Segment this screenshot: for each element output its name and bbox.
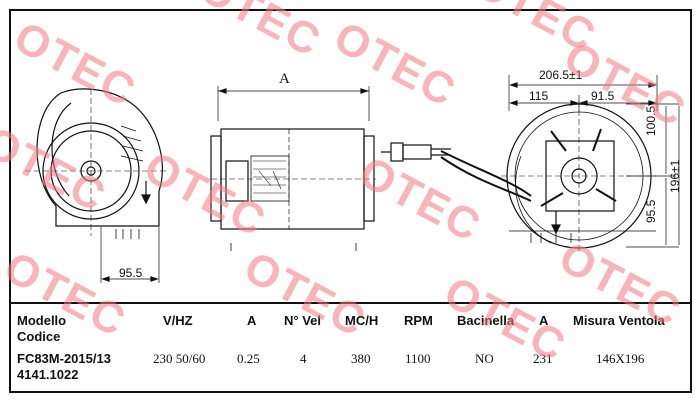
cell-fan-size: 146X196 (596, 351, 645, 366)
spec-table: Modello Codice V/HZ A N° Vel MC/H RPM Ba… (11, 311, 690, 391)
drawing-frame: A 206.5±1 115 91.5 100.5 196±1 95.5 95.5… (9, 9, 692, 393)
dim-height-lower: 95.5 (644, 199, 658, 223)
cell-rpm: 1100 (405, 351, 431, 366)
cable-connector (381, 142, 532, 202)
cell-tray: NO (475, 351, 494, 366)
dim-height-upper: 100.5 (644, 105, 658, 136)
header-dim-a: A (539, 313, 549, 328)
dim-height-total: 196±1 (668, 159, 682, 193)
header-rpm: RPM (404, 313, 433, 328)
technical-drawing (25, 75, 680, 283)
header-code: Codice (17, 329, 61, 344)
dim-label-a: A (279, 71, 290, 87)
cell-dim-a: 231 (533, 351, 553, 366)
blower-side-view (210, 86, 376, 251)
dim-width-total: 206.5±1 (539, 68, 583, 82)
header-voltage: V/HZ (163, 313, 193, 328)
header-speeds: N° Vel (284, 313, 321, 328)
cell-code: 4141.1022 (17, 367, 79, 382)
blower-back-view (501, 75, 680, 251)
header-tray: Bacinella (457, 313, 515, 328)
header-airflow: MC/H (345, 313, 379, 328)
cell-current: 0.25 (237, 351, 260, 366)
cell-model: FC83M-2015/13 (17, 351, 111, 366)
cell-airflow: 380 (351, 351, 371, 366)
cell-speeds: 4 (300, 351, 307, 366)
blower-front-view (25, 88, 169, 283)
table-divider (11, 302, 690, 304)
header-current: A (247, 313, 257, 328)
dim-bottom-left: 95.5 (119, 266, 143, 280)
header-model: Modello (17, 313, 67, 328)
cell-voltage: 230 50/60 (153, 351, 206, 366)
dim-width-left: 115 (529, 89, 549, 103)
header-fan-size: Misura Ventola (573, 313, 665, 328)
dim-width-right: 91.5 (591, 89, 615, 103)
